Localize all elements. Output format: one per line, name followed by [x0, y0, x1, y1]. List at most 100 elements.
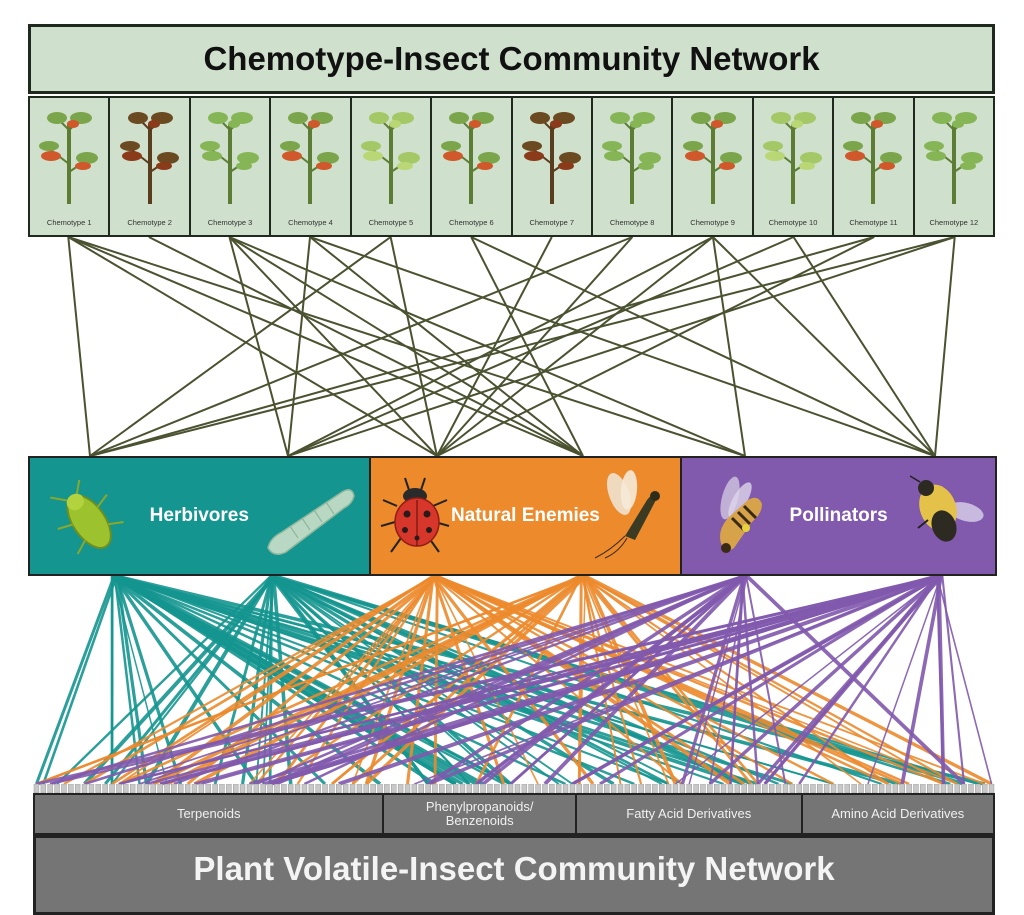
volatile-node: [165, 784, 170, 793]
volatile-node: [336, 784, 341, 793]
volatile-node: [412, 784, 417, 793]
volatile-node: [728, 784, 733, 793]
volatile-class-cell: Fatty Acid Derivatives: [575, 795, 801, 833]
volatile-node: [474, 784, 479, 793]
chemotype-insect-link: [935, 237, 955, 456]
volatile-node: [82, 784, 87, 793]
volatile-node: [55, 784, 60, 793]
volatile-node: [886, 784, 891, 793]
plant-icon: [359, 104, 423, 208]
volatile-node: [598, 784, 603, 793]
volatile-node: [144, 784, 149, 793]
volatile-node: [501, 784, 506, 793]
volatile-node: [268, 784, 273, 793]
volatile-node: [34, 784, 39, 793]
volatile-node: [330, 784, 335, 793]
volatile-node: [838, 784, 843, 793]
chemotype-cell: Chemotype 5: [350, 96, 432, 237]
volatile-node: [893, 784, 898, 793]
volatile-node: [982, 784, 987, 793]
insect-volatile-link: [942, 576, 964, 784]
chemotype-insect-link: [391, 237, 437, 456]
volatile-node: [453, 784, 458, 793]
volatile-node: [226, 784, 231, 793]
chemotype-label: Chemotype 11: [834, 218, 912, 227]
plant-icon: [278, 104, 342, 208]
chemotype-insect-link: [90, 237, 874, 456]
volatile-node: [735, 784, 740, 793]
volatile-node: [549, 784, 554, 793]
volatile-node: [817, 784, 822, 793]
volatile-node: [508, 784, 513, 793]
volatile-class-cell: Phenylpropanoids/ Benzenoids: [382, 795, 574, 833]
chemotype-label: Chemotype 8: [593, 218, 671, 227]
volatile-node: [969, 784, 974, 793]
volatile-node: [522, 784, 527, 793]
volatile-node: [213, 784, 218, 793]
volatile-node: [714, 784, 719, 793]
chemotype-cell: Chemotype 7: [511, 96, 593, 237]
volatile-node: [604, 784, 609, 793]
chemotype-cell: Chemotype 9: [671, 96, 753, 237]
volatile-node: [646, 784, 651, 793]
chemotype-label: Chemotype 12: [915, 218, 993, 227]
chemotype-label: Chemotype 5: [352, 218, 430, 227]
volatile-node: [378, 784, 383, 793]
volatile-node: [275, 784, 280, 793]
volatile-node: [927, 784, 932, 793]
volatile-node: [426, 784, 431, 793]
plant-icon: [922, 104, 986, 208]
volatile-node: [900, 784, 905, 793]
chemotype-label: Chemotype 7: [513, 218, 591, 227]
chemotype-insect-link: [68, 237, 90, 456]
volatile-node: [178, 784, 183, 793]
volatile-node: [151, 784, 156, 793]
volatile-node: [158, 784, 163, 793]
volatile-node: [446, 784, 451, 793]
volatile-node: [391, 784, 396, 793]
volatile-node: [639, 784, 644, 793]
volatile-node: [185, 784, 190, 793]
volatile-node: [323, 784, 328, 793]
volatile-node: [110, 784, 115, 793]
volatile-node: [288, 784, 293, 793]
volatile-node: [804, 784, 809, 793]
volatile-node: [591, 784, 596, 793]
plant-icon: [439, 104, 503, 208]
volatile-node: [948, 784, 953, 793]
volatile-node: [707, 784, 712, 793]
volatile-node: [742, 784, 747, 793]
volatile-node: [350, 784, 355, 793]
volatile-node: [419, 784, 424, 793]
volatile-node: [364, 784, 369, 793]
volatile-node: [247, 784, 252, 793]
guild-pollinators: Pollinators: [680, 458, 995, 574]
volatile-node: [934, 784, 939, 793]
plant-icon: [37, 104, 101, 208]
volatile-node: [872, 784, 877, 793]
volatile-node: [103, 784, 108, 793]
chemotype-insect-link: [229, 237, 288, 456]
volatile-network-title: Plant Volatile-Insect Community Network: [33, 835, 995, 915]
volatile-node: [941, 784, 946, 793]
volatile-node: [989, 784, 994, 793]
volatile-node: [309, 784, 314, 793]
volatile-node: [192, 784, 197, 793]
volatile-node: [859, 784, 864, 793]
volatile-node: [749, 784, 754, 793]
volatile-node: [797, 784, 802, 793]
chemotype-insect-link: [288, 237, 310, 456]
volatile-node: [130, 784, 135, 793]
plant-icon: [198, 104, 262, 208]
volatile-node: [439, 784, 444, 793]
ladybug-icon: [379, 476, 451, 556]
volatile-node: [625, 784, 630, 793]
insect-guild-row: Herbivores Natural Enemies: [28, 456, 997, 576]
volatile-compound-nodes: [33, 784, 995, 793]
volatile-class-cell: Terpenoids: [35, 795, 382, 833]
volatile-node: [632, 784, 637, 793]
volatile-node: [467, 784, 472, 793]
plant-icon: [520, 104, 584, 208]
volatile-node: [563, 784, 568, 793]
